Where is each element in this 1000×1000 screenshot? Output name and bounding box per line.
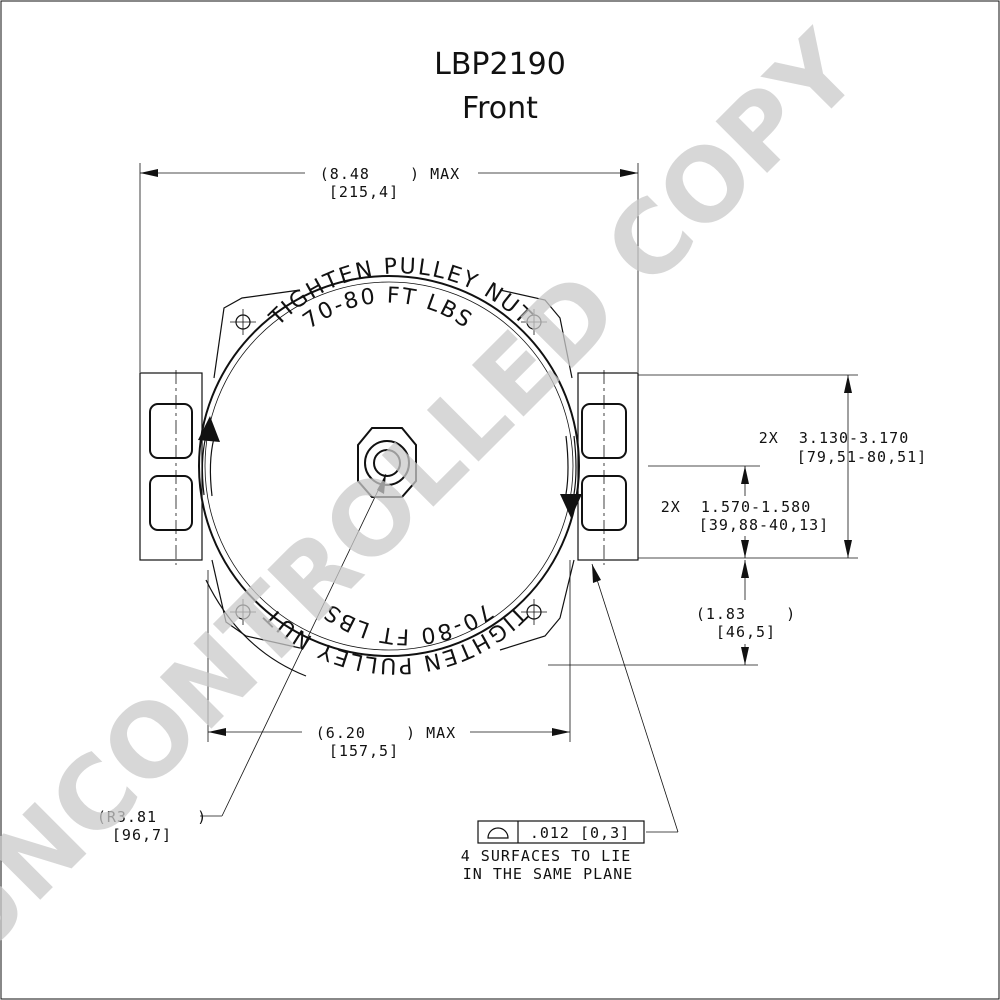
left-mount-plate	[139, 372, 203, 561]
dim-overall-width: (8.48 ) MAX [215,4]	[139, 163, 639, 372]
dim-body-width: (6.20 ) MAX [157,5]	[207, 560, 571, 760]
dim-radius-in: (R3.81 )	[97, 808, 207, 826]
radius-arc	[205, 579, 307, 677]
dim-body-width-mm: [157,5]	[329, 742, 399, 760]
dim-lower-offset: (1.83 ) [46,5]	[548, 560, 796, 666]
dim-mount-half-in: 2X 1.570-1.580	[661, 498, 811, 516]
dim-mount-half: 2X 1.570-1.580 [39,88-40,13]	[648, 465, 829, 558]
housing-circle	[198, 275, 580, 657]
housing-inner-circle	[204, 281, 574, 651]
dim-overall-width-mm: [215,4]	[329, 183, 399, 201]
flatness-note-1: 4 SURFACES TO LIE	[461, 847, 632, 865]
flatness-callout: .012 [0,3] 4 SURFACES TO LIE IN THE SAME…	[461, 563, 679, 883]
drawing-view: Front	[462, 91, 538, 126]
dim-mount-span-in: 2X 3.130-3.170	[759, 429, 909, 447]
bolt-holes	[230, 309, 547, 625]
dim-mount-span: 2X 3.130-3.170 [79,51-80,51]	[638, 374, 927, 559]
flatness-note-2: IN THE SAME PLANE	[463, 865, 634, 883]
drawing-model: LBP2190	[434, 47, 566, 82]
left-lower-slot	[149, 475, 193, 531]
shaft-ring	[364, 440, 410, 486]
right-mount-plate	[577, 372, 639, 561]
left-upper-slot	[149, 403, 193, 459]
upper-lug-outline	[213, 289, 573, 379]
dim-mount-span-mm: [79,51-80,51]	[797, 448, 927, 466]
profile-surface-icon	[487, 827, 509, 839]
dim-lower-offset-in: (1.83 )	[696, 605, 796, 623]
pulley-nut-icon	[357, 427, 417, 498]
dim-radius-mm: [96,7]	[112, 826, 172, 844]
dim-lower-offset-mm: [46,5]	[716, 623, 776, 641]
rotation-arrow-right-icon	[560, 435, 582, 518]
dim-radius: (R3.81 ) [96,7]	[97, 473, 387, 844]
fcf-frame	[477, 820, 645, 844]
lower-lug-outline	[211, 559, 575, 651]
shaft-core	[373, 449, 401, 477]
dim-body-width-in: (6.20 ) MAX	[316, 724, 456, 742]
dim-mount-half-mm: [39,88-40,13]	[699, 516, 829, 534]
fcf-tolerance: .012 [0,3]	[530, 824, 630, 842]
watermark: UNCONTROLLED COPY	[0, 9, 882, 980]
rotation-arrow-left-icon	[198, 416, 220, 497]
dim-overall-width-in: (8.48 ) MAX	[320, 165, 460, 183]
